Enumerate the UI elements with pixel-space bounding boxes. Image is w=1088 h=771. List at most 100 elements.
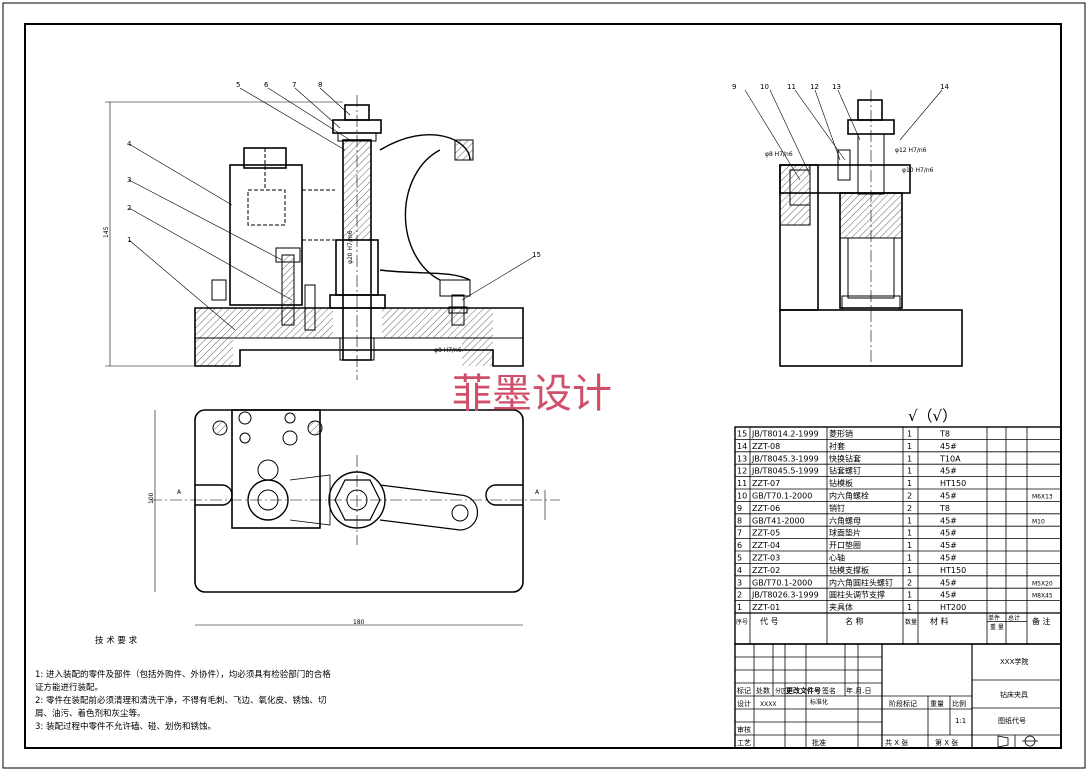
tb-mark: 标记 [737, 686, 751, 695]
bom-code: ZZT-05 [752, 529, 780, 538]
bom-qty: 1 [907, 479, 912, 488]
tb-designer: XXXX [760, 701, 776, 708]
bom-code: JB/T8045.3-1999 [751, 454, 819, 463]
dim-pin-fit: φ8 H7/n6 [434, 347, 462, 354]
tech-req-line-2: 证方能进行装配。 [35, 682, 103, 693]
bom-material: 45# [940, 467, 957, 476]
dim-fit-10: φ10 H7/n6 [902, 167, 934, 174]
tb-check: 审核 [737, 725, 751, 734]
inner-border [24, 23, 1062, 749]
dim-shaft-fit: φ20 H7/m6 [347, 230, 354, 264]
bom-header-code: 代 号 [760, 616, 779, 626]
bom-qty: 2 [907, 504, 912, 513]
bom-qty: 1 [907, 516, 912, 525]
bom-name: 六角螺母 [829, 515, 861, 525]
bom-header-material: 材 料 [930, 616, 949, 626]
bom-material: 45# [940, 516, 957, 525]
tb-sign: 签名 [822, 686, 836, 695]
bom-material: 45# [940, 578, 957, 587]
roughness-symbol: √（√） [908, 407, 957, 425]
bom-no: 4 [737, 566, 742, 575]
bom-qty: 1 [907, 603, 912, 612]
tb-scale: 比例 [952, 699, 966, 708]
bom-header-single: 单件 [988, 614, 1000, 622]
bom-qty: 2 [907, 492, 912, 501]
bom-no: 7 [737, 529, 742, 538]
bom-qty: 1 [907, 467, 912, 476]
tech-req-line-3: 2: 零件在装配前必须清理和清洗干净，不得有毛刺、飞边、氧化皮、锈蚀、切 [35, 695, 326, 706]
bom-no: 10 [737, 492, 747, 501]
tech-req-title: 技 术 要 求 [95, 635, 138, 646]
balloon-6: 6 [264, 81, 269, 89]
bom-no: 12 [737, 467, 747, 476]
tb-standard: 标准化 [810, 698, 828, 706]
bom-qty: 1 [907, 529, 912, 538]
tb-approve: 批准 [812, 738, 826, 747]
bom-material: T8 [939, 504, 950, 513]
bom-header-qty: 数量 [905, 618, 917, 626]
bom-name: 开口垫圈 [829, 540, 861, 550]
balloon-4: 4 [127, 140, 132, 148]
bom-qty: 1 [907, 566, 912, 575]
bom-qty: 1 [907, 430, 912, 439]
bom-qty: 2 [907, 578, 912, 587]
dim-fit-12: φ12 H7/n6 [895, 147, 927, 154]
tb-count: 处数 [756, 686, 770, 695]
bom-code: ZZT-08 [752, 442, 780, 451]
tech-req-line-4: 屑、油污、着色剂和灰尘等。 [35, 708, 146, 719]
bom-code: JB/T8026.3-1999 [751, 591, 819, 600]
bom-material: 45# [940, 591, 957, 600]
bom-material: T10A [939, 454, 961, 463]
bom-material: HT150 [940, 566, 966, 575]
bom-no: 15 [737, 430, 747, 439]
balloon-15: 15 [532, 251, 541, 259]
front-view [105, 87, 536, 380]
bom-code: GB/T70.1-2000 [752, 492, 812, 501]
bom-name: 夹具体 [829, 602, 853, 612]
balloon-7: 7 [292, 81, 296, 89]
bom-header-total: 总计 [1008, 614, 1020, 622]
bom-header-no: 序号 [736, 618, 748, 626]
tb-sheet: 第 X 张 [935, 738, 958, 747]
bom-material: 45# [940, 529, 957, 538]
bom-no: 13 [737, 454, 747, 463]
bom-qty: 1 [907, 591, 912, 600]
bom-material: 45# [940, 492, 957, 501]
dim-width-180: 180 [353, 619, 365, 626]
tb-weight: 重量 [930, 700, 944, 708]
bom-no: 6 [737, 541, 742, 550]
balloon-10: 10 [760, 83, 769, 91]
tech-req-line-1: 1: 进入装配的零件及部件（包括外购件、外协件），均必须具有检验部门的合格 [35, 669, 331, 680]
bom-code: ZZT-07 [752, 479, 780, 488]
bom-table [734, 426, 1062, 645]
side-view [744, 89, 963, 367]
dim-height-145: 145 [103, 226, 110, 238]
tech-req-line-5: 3: 装配过程中零件不允许磕、碰、划伤和锈蚀。 [35, 721, 216, 732]
bom-header-name: 名 称 [845, 616, 864, 626]
bom-material: HT150 [940, 479, 966, 488]
bom-code: GB/T70.1-2000 [752, 578, 812, 587]
balloon-12: 12 [810, 83, 819, 91]
bom-name: 心轴 [829, 553, 845, 563]
section-mark-a-left: A [177, 489, 182, 496]
balloon-5: 5 [236, 81, 240, 89]
bom-code: GB/T41-2000 [752, 516, 805, 525]
balloon-11: 11 [787, 83, 796, 91]
bom-no: 14 [737, 442, 747, 451]
bom-material: T8 [939, 430, 950, 439]
bom-no: 3 [737, 578, 742, 587]
bom-qty: 1 [907, 454, 912, 463]
bom-name: 钻模支撑板 [829, 565, 869, 575]
tb-design: 设计 [737, 699, 751, 708]
bom-name: 圆柱头调节支撑 [829, 590, 885, 600]
bom-qty: 1 [907, 554, 912, 563]
balloon-3: 3 [127, 176, 131, 184]
bom-code: JB/T8014.2-1999 [751, 430, 819, 439]
bom-code: ZZT-03 [752, 554, 780, 563]
tb-drawing-code: 图纸代号 [998, 716, 1026, 725]
bom-header-weight: 重 量 [990, 623, 1004, 631]
bom-qty: 1 [907, 541, 912, 550]
tb-stage-mark: 阶段标记 [889, 699, 917, 708]
section-mark-a-right: A [535, 489, 540, 496]
